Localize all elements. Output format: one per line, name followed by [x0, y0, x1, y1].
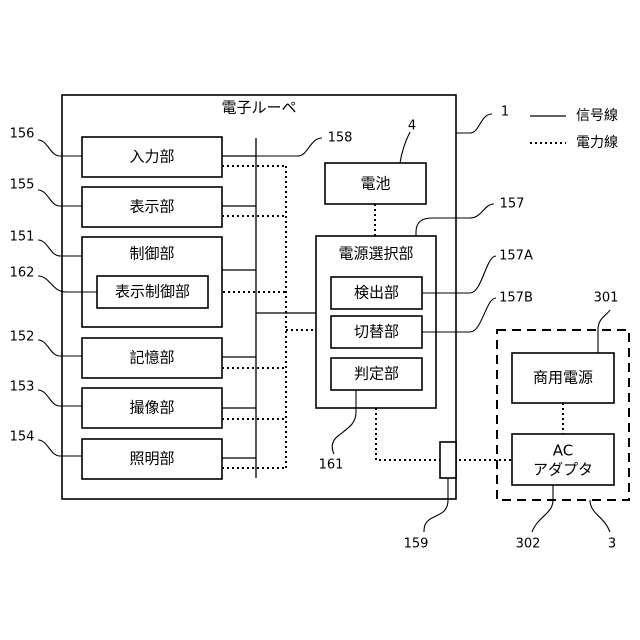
- display-unit-label: 表示部: [129, 198, 174, 216]
- power-connector: [440, 442, 456, 478]
- ref-153: 153: [10, 380, 35, 395]
- power-selection-unit-label: 電源選択部: [338, 245, 413, 263]
- leader-3: [590, 500, 610, 532]
- display-control-unit-label: 表示制御部: [115, 283, 190, 301]
- ref-161: 161: [319, 458, 344, 473]
- control-unit-label: 制御部: [129, 245, 174, 263]
- ref-154: 154: [10, 430, 35, 445]
- ref-155: 155: [10, 178, 35, 193]
- ref-152: 152: [10, 330, 35, 345]
- ref-1: 1: [501, 105, 509, 120]
- ref-157b: 157B: [499, 291, 533, 306]
- ref-3: 3: [608, 537, 616, 552]
- ref-302: 302: [516, 537, 541, 552]
- commercial-power-label: 商用電源: [533, 369, 593, 387]
- legend-signal-label: 信号線: [576, 108, 618, 124]
- judgment-unit-label: 判定部: [354, 365, 399, 383]
- ref-159: 159: [404, 537, 429, 552]
- leader-302: [532, 485, 553, 532]
- lighting-unit-label: 照明部: [129, 450, 174, 468]
- ref-156: 156: [10, 127, 35, 142]
- ref-162: 162: [10, 266, 35, 281]
- ac-adapter-label-line2: アダプタ: [533, 461, 593, 479]
- ref-301: 301: [594, 291, 619, 306]
- device-title: 電子ルーペ: [221, 99, 296, 117]
- ref-157a: 157A: [499, 249, 533, 264]
- ref-4: 4: [408, 119, 416, 134]
- leader-301: [598, 310, 610, 353]
- detection-unit-label: 検出部: [354, 284, 399, 302]
- memory-unit-label: 記憶部: [129, 349, 174, 367]
- ac-adapter-label-line1: AC: [553, 442, 573, 460]
- input-unit-label: 入力部: [129, 148, 174, 166]
- ref-158: 158: [328, 131, 353, 146]
- imaging-unit-label: 撮像部: [129, 399, 174, 417]
- ref-151: 151: [10, 230, 35, 245]
- ref-157: 157: [500, 197, 525, 212]
- leader-1: [456, 114, 492, 133]
- switching-unit-label: 切替部: [354, 323, 399, 341]
- battery-label: 電池: [360, 175, 390, 193]
- legend-power-label: 電力線: [576, 135, 618, 151]
